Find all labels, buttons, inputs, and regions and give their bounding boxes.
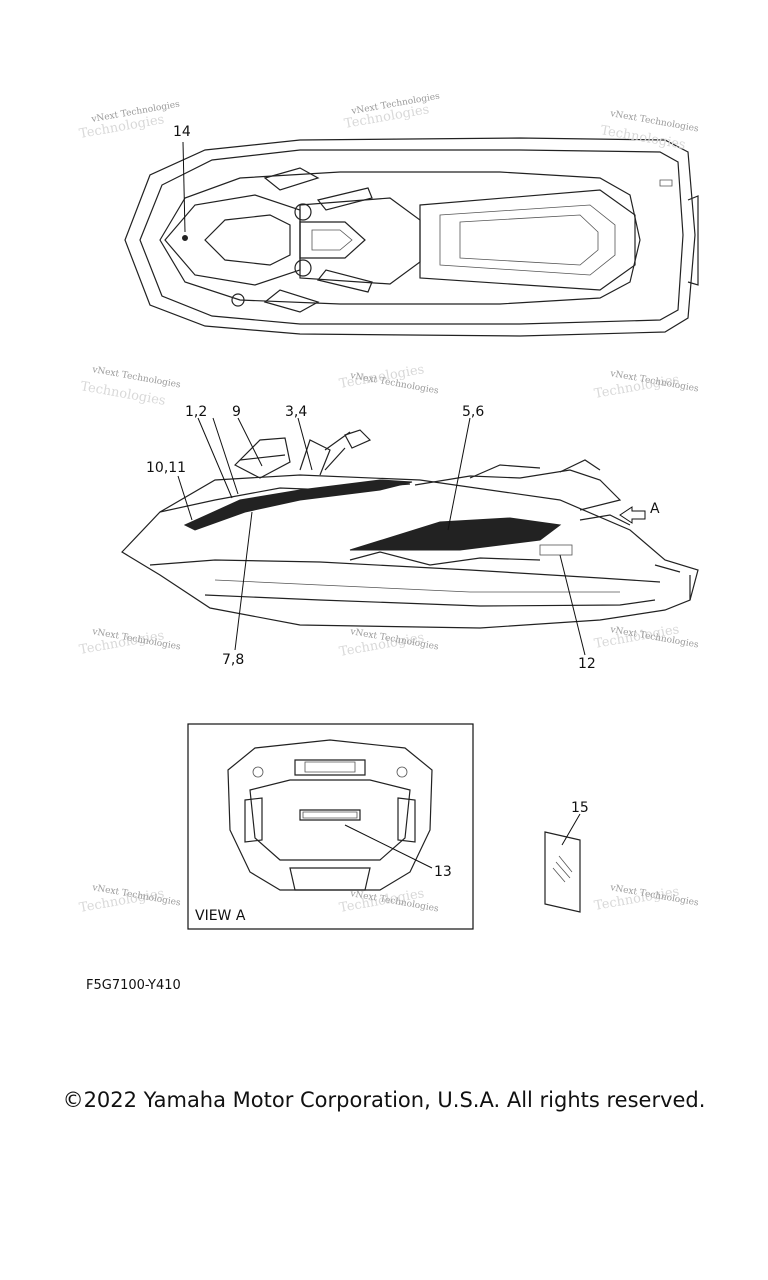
view-a-box bbox=[187, 723, 474, 930]
leader-lines bbox=[177, 141, 646, 869]
diagram-code: F5G7100-Y410 bbox=[86, 978, 181, 993]
copyright-notice: ©2022 Yamaha Motor Corporation, U.S.A. A… bbox=[62, 1088, 706, 1112]
top-view-watercraft bbox=[124, 137, 699, 337]
callout-3-4: 3,4 bbox=[285, 404, 307, 420]
callout-9: 9 bbox=[232, 404, 241, 420]
callout-5-6: 5,6 bbox=[462, 404, 484, 420]
callout-12: 12 bbox=[578, 656, 596, 672]
callout-view-marker-a: A bbox=[650, 501, 660, 517]
callout-13: 13 bbox=[434, 864, 452, 880]
callout-1-2: 1,2 bbox=[185, 404, 207, 420]
callout-10-11: 10,11 bbox=[146, 460, 186, 476]
view-a-label: VIEW A bbox=[195, 908, 246, 924]
callout-15: 15 bbox=[571, 800, 589, 816]
callout-14: 14 bbox=[173, 124, 191, 140]
side-view-watercraft bbox=[121, 429, 699, 629]
item-15-decal-sheet bbox=[544, 831, 581, 913]
callout-7-8: 7,8 bbox=[222, 652, 244, 668]
